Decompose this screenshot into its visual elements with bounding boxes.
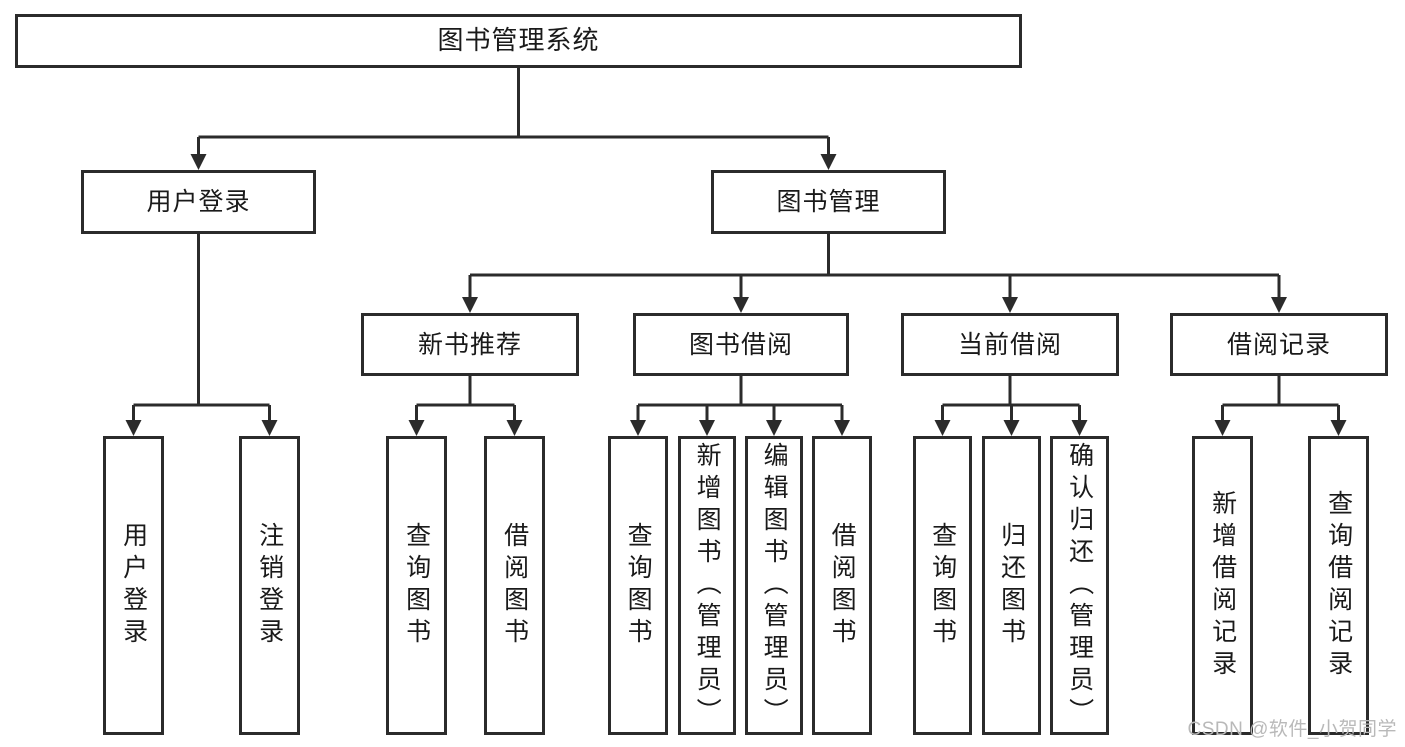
connector-arrowhead xyxy=(699,420,715,436)
connector-arrowhead xyxy=(506,420,523,436)
node-leaf-return-book[interactable]: 归还图书 xyxy=(982,436,1041,735)
node-user-login[interactable]: 用户登录 xyxy=(81,170,316,234)
connector-arrowhead xyxy=(820,154,837,170)
node-leaf-borrow-book-b[interactable]: 借阅图书 xyxy=(812,436,872,735)
node-leaf-query-book-b[interactable]: 查询图书 xyxy=(608,436,668,735)
node-book-manage[interactable]: 图书管理 xyxy=(711,170,946,234)
node-label: 查询图书 xyxy=(624,521,653,650)
node-borrow-record[interactable]: 借阅记录 xyxy=(1170,313,1388,376)
node-label: 编辑图书（管理员） xyxy=(760,441,789,730)
node-label: 用户登录 xyxy=(146,188,251,216)
node-label: 新书推荐 xyxy=(417,330,522,359)
node-label: 借阅记录 xyxy=(1226,330,1331,359)
connector-arrowhead xyxy=(1271,297,1287,313)
connector-arrowhead xyxy=(1002,297,1018,313)
node-leaf-confirm-return-admin[interactable]: 确认归还（管理员） xyxy=(1050,436,1109,735)
node-leaf-query-borrow-record[interactable]: 查询借阅记录 xyxy=(1308,436,1369,735)
node-leaf-query-book-rec[interactable]: 查询图书 xyxy=(386,436,447,735)
connector-arrowhead xyxy=(934,420,951,436)
connector-arrowhead xyxy=(261,420,278,436)
connector-arrowhead xyxy=(834,420,850,436)
node-leaf-borrow-book-rec[interactable]: 借阅图书 xyxy=(484,436,545,735)
node-label: 查询图书 xyxy=(402,521,431,650)
connector-arrowhead xyxy=(630,420,646,436)
node-label: 确认归还（管理员） xyxy=(1065,441,1094,730)
connector-arrowhead xyxy=(766,420,782,436)
watermark-label: CSDN @软件_小贺同学 xyxy=(1187,719,1397,740)
node-label: 查询图书 xyxy=(928,521,957,650)
node-new-book-rec[interactable]: 新书推荐 xyxy=(361,313,579,376)
node-label: 用户登录 xyxy=(119,521,148,650)
node-book-borrow[interactable]: 图书借阅 xyxy=(633,313,849,376)
node-label: 新增借阅记录 xyxy=(1208,489,1237,682)
node-label: 注销登录 xyxy=(255,521,284,650)
connector-arrowhead xyxy=(1330,420,1347,436)
node-label: 图书管理系统 xyxy=(437,25,600,56)
node-current-borrow[interactable]: 当前借阅 xyxy=(901,313,1119,376)
node-label: 当前借阅 xyxy=(957,330,1062,359)
node-label: 归还图书 xyxy=(997,521,1026,650)
connector-arrowhead xyxy=(125,420,142,436)
connector-arrowhead xyxy=(190,154,207,170)
connector-arrowhead xyxy=(462,297,478,313)
node-label: 图书管理 xyxy=(776,188,881,216)
connector-arrowhead xyxy=(1071,420,1088,436)
node-leaf-edit-book-admin[interactable]: 编辑图书（管理员） xyxy=(745,436,803,735)
node-leaf-user-login[interactable]: 用户登录 xyxy=(103,436,164,735)
node-leaf-query-book-c[interactable]: 查询图书 xyxy=(913,436,972,735)
node-label: 借阅图书 xyxy=(500,521,529,650)
node-leaf-add-book-admin[interactable]: 新增图书（管理员） xyxy=(678,436,736,735)
connector-arrowhead xyxy=(408,420,425,436)
connector-arrowhead xyxy=(733,297,749,313)
node-label: 新增图书（管理员） xyxy=(693,441,722,730)
node-label: 借阅图书 xyxy=(828,521,857,650)
node-leaf-user-logout[interactable]: 注销登录 xyxy=(239,436,300,735)
node-leaf-add-borrow-record[interactable]: 新增借阅记录 xyxy=(1192,436,1253,735)
connector-arrowhead xyxy=(1003,420,1020,436)
node-label: 图书借阅 xyxy=(688,330,793,359)
node-root-root[interactable]: 图书管理系统 xyxy=(15,14,1022,68)
node-label: 查询借阅记录 xyxy=(1324,489,1353,682)
connector-arrowhead xyxy=(1214,420,1231,436)
